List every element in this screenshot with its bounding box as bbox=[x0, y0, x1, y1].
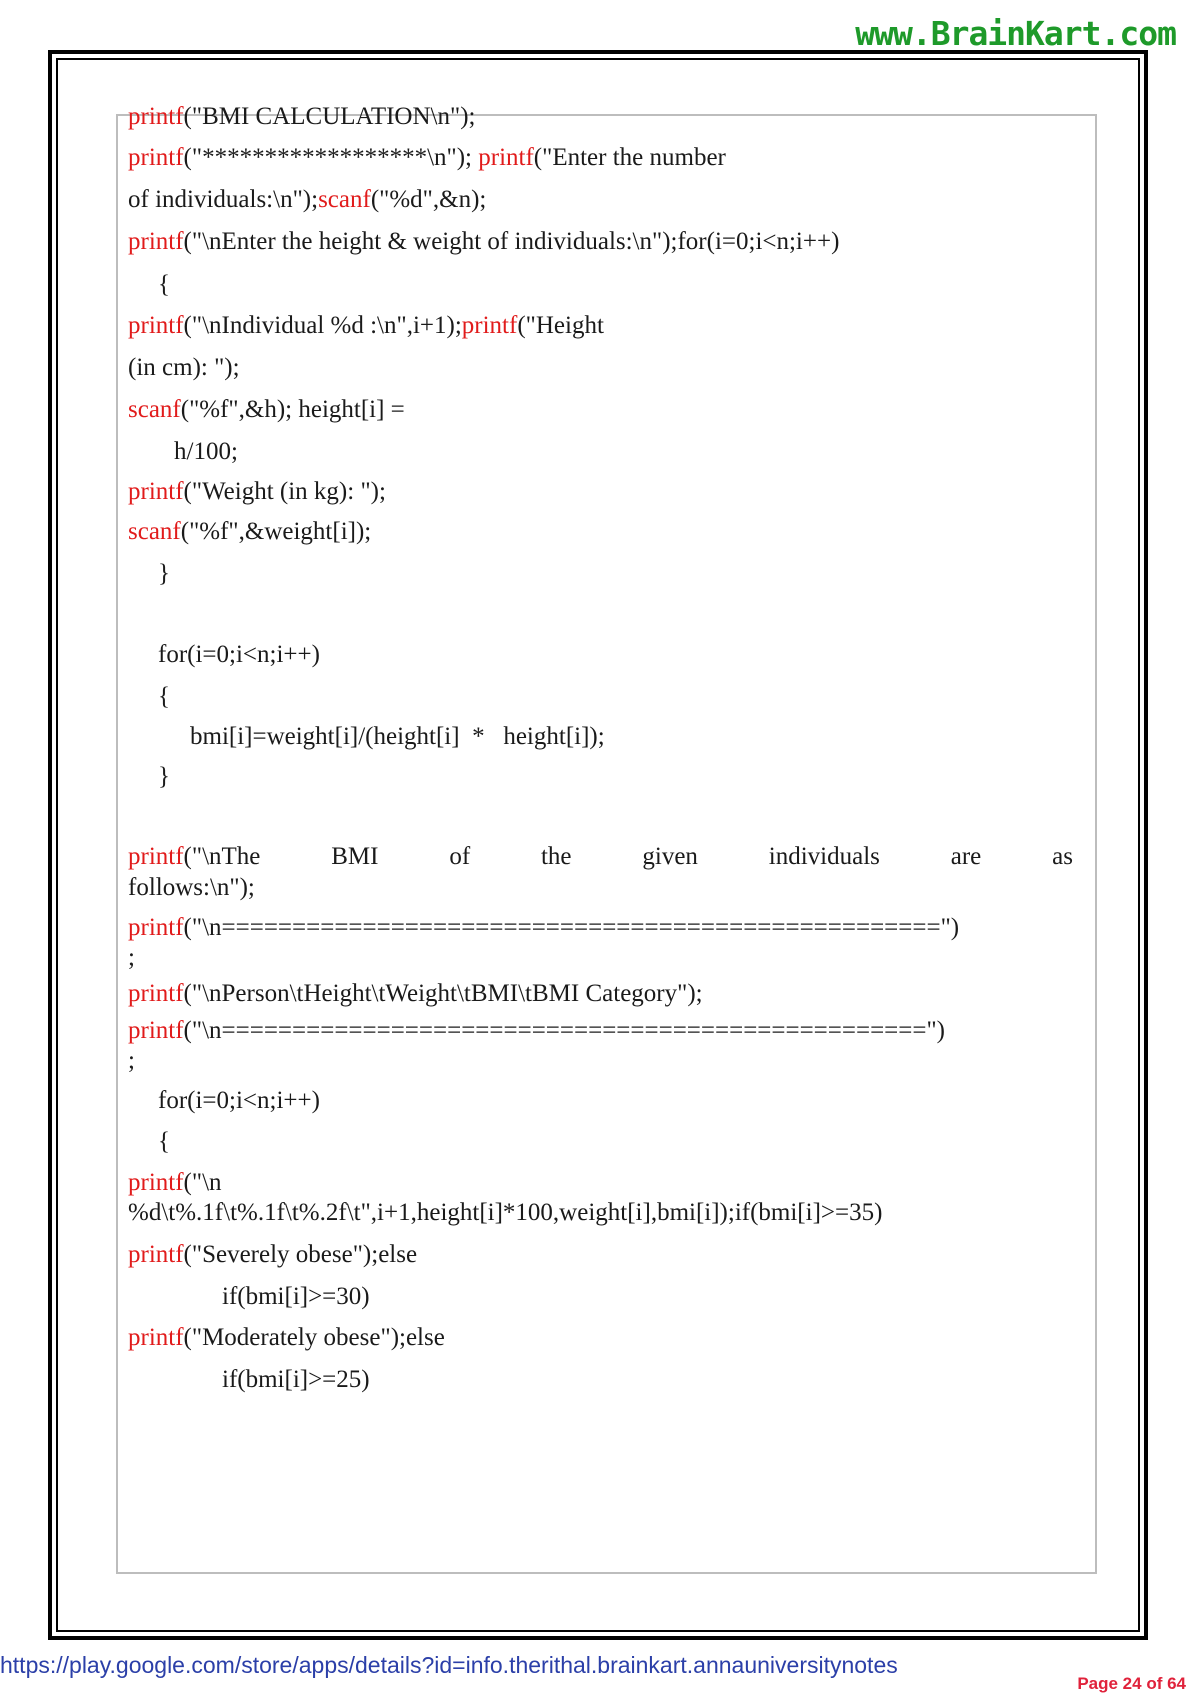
code-text: ("Weight (in kg): "); bbox=[183, 478, 386, 505]
code-text: ("\nPerson\tHeight\tWeight\tBMI\tBMI Cat… bbox=[183, 980, 703, 1007]
code-text: ("%d",&n); bbox=[370, 186, 487, 213]
code-line: ; bbox=[128, 943, 135, 973]
code-text: follows:\n"); bbox=[128, 874, 255, 901]
code-token: BMI bbox=[331, 843, 379, 870]
code-line: ; bbox=[128, 1046, 135, 1076]
site-link[interactable]: www.BrainKart.com bbox=[855, 14, 1177, 53]
code-keyword: printf bbox=[128, 1324, 184, 1351]
code-line: { bbox=[158, 682, 170, 712]
page-number: Page 24 of 64 bbox=[1077, 1674, 1186, 1693]
code-keyword: printf bbox=[461, 312, 518, 339]
code-text: ("\nThe bbox=[183, 843, 261, 870]
code-line: printf("\nPerson\tHeight\tWeight\tBMI\tB… bbox=[128, 979, 703, 1009]
code-keyword: scanf bbox=[128, 396, 181, 423]
code-line: } bbox=[158, 559, 170, 589]
page-frame-inner bbox=[56, 58, 1140, 1632]
code-line: printf("Weight (in kg): "); bbox=[128, 477, 386, 507]
code-text: %d\t%.1f\t%.1f\t%.2f\t",i+1,height[i]*10… bbox=[128, 1199, 883, 1226]
code-text: (in cm): "); bbox=[128, 354, 240, 381]
code-keyword: printf bbox=[128, 1169, 184, 1196]
code-keyword: printf bbox=[128, 980, 184, 1007]
code-text: ("Severely obese");else bbox=[183, 1241, 418, 1268]
code-text: ("\n====================================… bbox=[183, 914, 960, 941]
code-text: ; bbox=[128, 1047, 135, 1074]
code-text: ("\nEnter the height & weight of individ… bbox=[183, 228, 840, 255]
code-token: printf("\nThe bbox=[128, 842, 260, 872]
code-text: ("Height bbox=[517, 312, 604, 339]
code-text: if(bmi[i]>=25) bbox=[222, 1366, 370, 1393]
code-line: } bbox=[158, 762, 170, 792]
code-keyword: printf bbox=[128, 1241, 184, 1268]
code-line: printf("\n==============================… bbox=[128, 1016, 945, 1046]
code-line: h/100; bbox=[174, 437, 238, 467]
code-text: } bbox=[158, 763, 170, 790]
code-token: given bbox=[642, 843, 698, 870]
code-keyword: printf bbox=[478, 144, 534, 171]
code-text: { bbox=[158, 271, 170, 298]
code-text: { bbox=[158, 1128, 170, 1155]
code-line: printf("Severely obese");else bbox=[128, 1240, 417, 1270]
code-text: h/100; bbox=[174, 438, 238, 465]
code-line: for(i=0;i<n;i++) bbox=[158, 640, 320, 670]
code-text: ; bbox=[128, 944, 135, 971]
code-text: ("%f",&h); height[i] = bbox=[180, 396, 405, 423]
code-line: if(bmi[i]>=25) bbox=[222, 1365, 370, 1395]
code-text: } bbox=[158, 560, 170, 587]
footer-link[interactable]: https://play.google.com/store/apps/detai… bbox=[0, 1652, 898, 1678]
code-keyword: printf bbox=[128, 312, 184, 339]
code-text: ("\nIndividual %d :\n",i+1); bbox=[183, 312, 462, 339]
code-token: of bbox=[449, 843, 471, 870]
code-keyword: printf bbox=[128, 103, 184, 130]
code-keyword: printf bbox=[128, 228, 184, 255]
code-line: for(i=0;i<n;i++) bbox=[158, 1086, 320, 1116]
code-line: printf("\n==============================… bbox=[128, 913, 959, 943]
code-line: if(bmi[i]>=30) bbox=[222, 1282, 370, 1312]
code-line: printf("******************\n"); printf("… bbox=[128, 143, 726, 173]
code-line: printf("\n bbox=[128, 1168, 222, 1198]
code-text: for(i=0;i<n;i++) bbox=[158, 641, 320, 668]
code-token: individuals bbox=[768, 843, 880, 870]
code-line: printf("\nEnter the height & weight of i… bbox=[128, 227, 839, 257]
code-line: follows:\n"); bbox=[128, 873, 255, 903]
code-token: as bbox=[1052, 843, 1073, 870]
code-text: bmi[i]=weight[i]/(height[i] * height[i])… bbox=[190, 723, 605, 750]
code-line: (in cm): "); bbox=[128, 353, 240, 383]
code-keyword: printf bbox=[128, 1017, 184, 1044]
code-token: are bbox=[950, 843, 982, 870]
code-keyword: scanf bbox=[128, 518, 181, 545]
code-text: ("******************\n"); bbox=[183, 144, 479, 171]
code-line: %d\t%.1f\t%.1f\t%.2f\t",i+1,height[i]*10… bbox=[128, 1198, 882, 1228]
code-text: { bbox=[158, 683, 170, 710]
code-keyword: printf bbox=[128, 914, 184, 941]
code-keyword: scanf bbox=[318, 186, 371, 213]
code-keyword: printf bbox=[128, 843, 184, 870]
code-text: of individuals:\n"); bbox=[128, 186, 319, 213]
code-text: ("Enter the number bbox=[533, 144, 726, 171]
code-line: printf("Moderately obese");else bbox=[128, 1323, 445, 1353]
code-text: ("Moderately obese");else bbox=[183, 1324, 445, 1351]
code-text: ("%f",&weight[i]); bbox=[180, 518, 372, 545]
code-line: scanf("%f",&weight[i]); bbox=[128, 517, 371, 547]
code-line: bmi[i]=weight[i]/(height[i] * height[i])… bbox=[190, 722, 605, 752]
code-keyword: printf bbox=[128, 144, 184, 171]
code-box bbox=[116, 114, 1097, 1574]
code-token: the bbox=[540, 843, 572, 870]
code-text: ("\n bbox=[183, 1169, 222, 1196]
code-line: printf("\nIndividual %d :\n",i+1);printf… bbox=[128, 311, 604, 341]
code-text: for(i=0;i<n;i++) bbox=[158, 1087, 320, 1114]
code-keyword: printf bbox=[128, 478, 184, 505]
code-text: ("BMI CALCULATION\n"); bbox=[183, 103, 476, 130]
code-line: of individuals:\n");scanf("%d",&n); bbox=[128, 185, 486, 215]
code-line: scanf("%f",&h); height[i] = bbox=[128, 395, 405, 425]
code-line: printf("BMI CALCULATION\n"); bbox=[128, 102, 475, 132]
code-line: { bbox=[158, 270, 170, 300]
code-line: { bbox=[158, 1127, 170, 1157]
code-text: ("\n====================================… bbox=[183, 1017, 946, 1044]
code-line-justified: printf("\nThe BMI of the given individua… bbox=[128, 842, 1073, 872]
page-frame-outer bbox=[48, 50, 1148, 1640]
code-text: if(bmi[i]>=30) bbox=[222, 1283, 370, 1310]
